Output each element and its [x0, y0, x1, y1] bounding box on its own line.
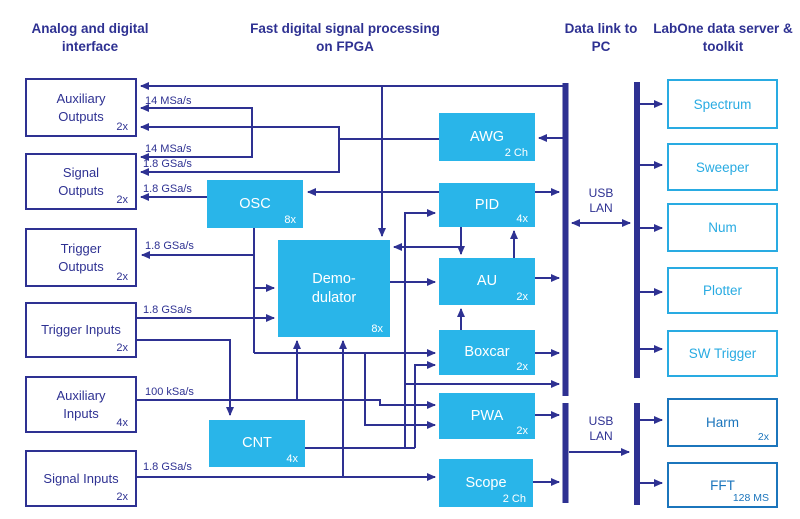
box-label: Trigger Outputs	[58, 240, 104, 274]
header-fpga-processing: Fast digital signal processing on FPGA	[250, 21, 440, 54]
header-analog-digital-interface: Analog and digital interface	[31, 21, 149, 54]
block-label: AU	[476, 273, 498, 290]
channel-count: 2 Ch	[504, 147, 528, 159]
box-label: Signal Inputs	[43, 470, 119, 486]
channel-count: 2x	[116, 342, 128, 354]
channel-count: 8x	[371, 323, 383, 335]
channel-count: 2x	[516, 425, 528, 437]
channel-count: 2x	[116, 491, 128, 503]
box-label: Signal Outputs	[58, 164, 104, 198]
block-label: OSC	[239, 195, 271, 212]
rate-label: 14 MSa/s	[145, 143, 192, 155]
channel-count: 4x	[516, 213, 528, 225]
usb-lan-label-bottom: USB LAN	[575, 414, 627, 444]
block-cnt: CNT 4x	[209, 420, 305, 467]
toolkit-label: SW Trigger	[688, 346, 757, 361]
channel-count: 8x	[284, 214, 296, 226]
block-label: Scope	[465, 474, 507, 491]
channel-count: 2x	[516, 361, 528, 373]
header-data-link: Data link to PC	[564, 21, 638, 54]
channel-count: 4x	[116, 417, 128, 429]
lan-label: LAN	[589, 429, 613, 443]
channel-count: 4x	[286, 453, 298, 465]
box-auxiliary-outputs: Auxiliary Outputs 2x	[25, 78, 137, 137]
toolkit-label: Sweeper	[695, 159, 750, 175]
box-signal-outputs: Signal Outputs 2x	[25, 153, 137, 210]
channel-count: 2x	[116, 271, 128, 283]
box-trigger-inputs: Trigger Inputs 2x	[25, 302, 137, 358]
block-boxcar: Boxcar 2x	[439, 330, 535, 375]
usb-label: USB	[588, 414, 614, 428]
toolkit-spectrum: Spectrum	[667, 79, 778, 129]
rate-label: 100 kSa/s	[145, 386, 194, 398]
block-pid: PID 4x	[439, 183, 535, 227]
rate-label: 14 MSa/s	[145, 95, 192, 107]
block-pwa: PWA 2x	[439, 393, 535, 439]
block-awg: AWG 2 Ch	[439, 113, 535, 161]
block-label: Demo-dulator	[311, 271, 357, 306]
channel-count: 2x	[116, 121, 128, 133]
rate-label: 1.8 GSa/s	[143, 183, 192, 195]
toolkit-plotter: Plotter	[667, 267, 778, 314]
data-buses	[562, 82, 640, 505]
rate-label: 1.8 GSa/s	[143, 158, 192, 170]
toolkit-sw-trigger: SW Trigger	[667, 330, 778, 377]
block-label: CNT	[242, 435, 272, 452]
toolkit-fft: FFT 128 MS	[667, 462, 778, 508]
toolkit-label: FFT	[710, 477, 735, 493]
toolkit-label: Harm	[706, 415, 739, 430]
toolkit-label: Plotter	[702, 283, 743, 298]
block-label: Boxcar	[464, 344, 510, 361]
channel-count: 2x	[757, 431, 769, 443]
toolkit-label: Spectrum	[693, 96, 752, 112]
usb-lan-label-top: USB LAN	[575, 186, 627, 216]
toolkit-num: Num	[667, 203, 778, 252]
channel-count: 2x	[516, 291, 528, 303]
box-trigger-outputs: Trigger Outputs 2x	[25, 228, 137, 287]
box-label: Trigger Inputs	[41, 322, 121, 338]
box-signal-inputs: Signal Inputs 2x	[25, 450, 137, 507]
block-label: AWG	[469, 128, 505, 145]
block-scope: Scope 2 Ch	[439, 459, 533, 507]
block-label: PID	[474, 196, 500, 213]
block-demodulator: Demo-dulator 8x	[278, 240, 390, 337]
rate-label: 1.8 GSa/s	[145, 240, 194, 252]
box-label: Auxiliary Inputs	[56, 387, 106, 421]
toolkit-harm: Harm 2x	[667, 398, 778, 447]
toolkit-sweeper: Sweeper	[667, 143, 778, 191]
usb-label: USB	[588, 186, 614, 200]
lan-label: LAN	[589, 201, 613, 215]
channel-count: 128 MS	[732, 492, 769, 504]
channel-count: 2 Ch	[502, 493, 526, 505]
rate-label: 1.8 GSa/s	[143, 461, 192, 473]
box-label: Auxiliary Outputs	[56, 90, 106, 124]
toolkit-label: Num	[708, 220, 737, 235]
rate-label: 1.8 GSa/s	[143, 304, 192, 316]
block-osc: OSC 8x	[207, 180, 303, 228]
block-label: PWA	[470, 407, 504, 424]
box-auxiliary-inputs: Auxiliary Inputs 4x	[25, 376, 137, 433]
channel-count: 2x	[116, 194, 128, 206]
header-labone-toolkit: LabOne data server & toolkit	[653, 21, 793, 54]
block-au: AU 2x	[439, 258, 535, 305]
